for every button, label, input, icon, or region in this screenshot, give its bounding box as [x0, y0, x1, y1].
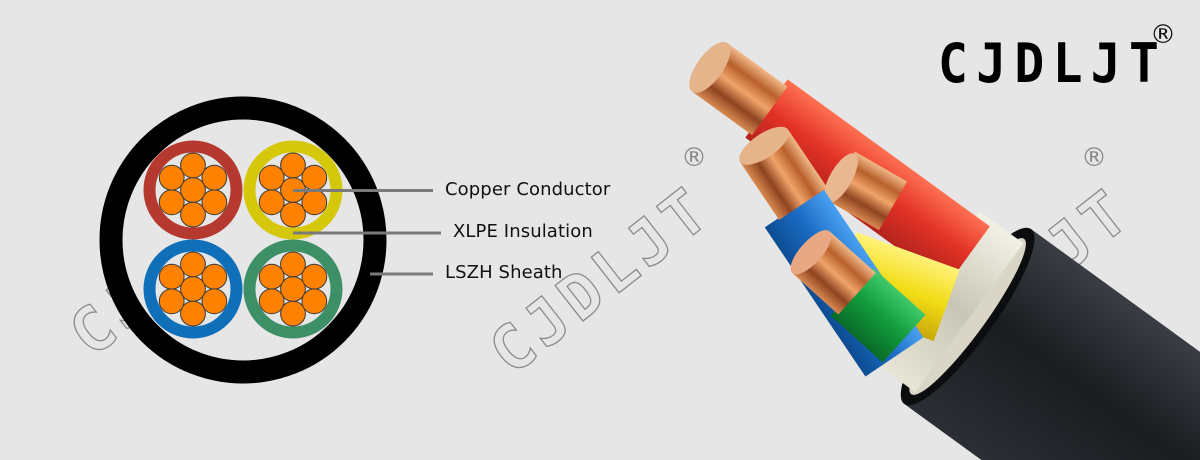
core-blue	[143, 239, 243, 339]
label-lszh-sheath: LSZH Sheath	[445, 262, 563, 283]
photo-core-green	[790, 230, 926, 363]
core-red	[143, 140, 243, 240]
label-xlpe-insulation: XLPE Insulation	[453, 221, 593, 242]
label-copper-conductor: Copper Conductor	[445, 179, 611, 200]
watermark-right-mark: ®	[1081, 143, 1107, 173]
watermark-center-mark: ®	[681, 143, 707, 173]
core-green	[243, 239, 343, 339]
registered-mark-icon: ®	[1150, 20, 1176, 50]
brand-logo: CJDLJT	[938, 32, 1168, 95]
